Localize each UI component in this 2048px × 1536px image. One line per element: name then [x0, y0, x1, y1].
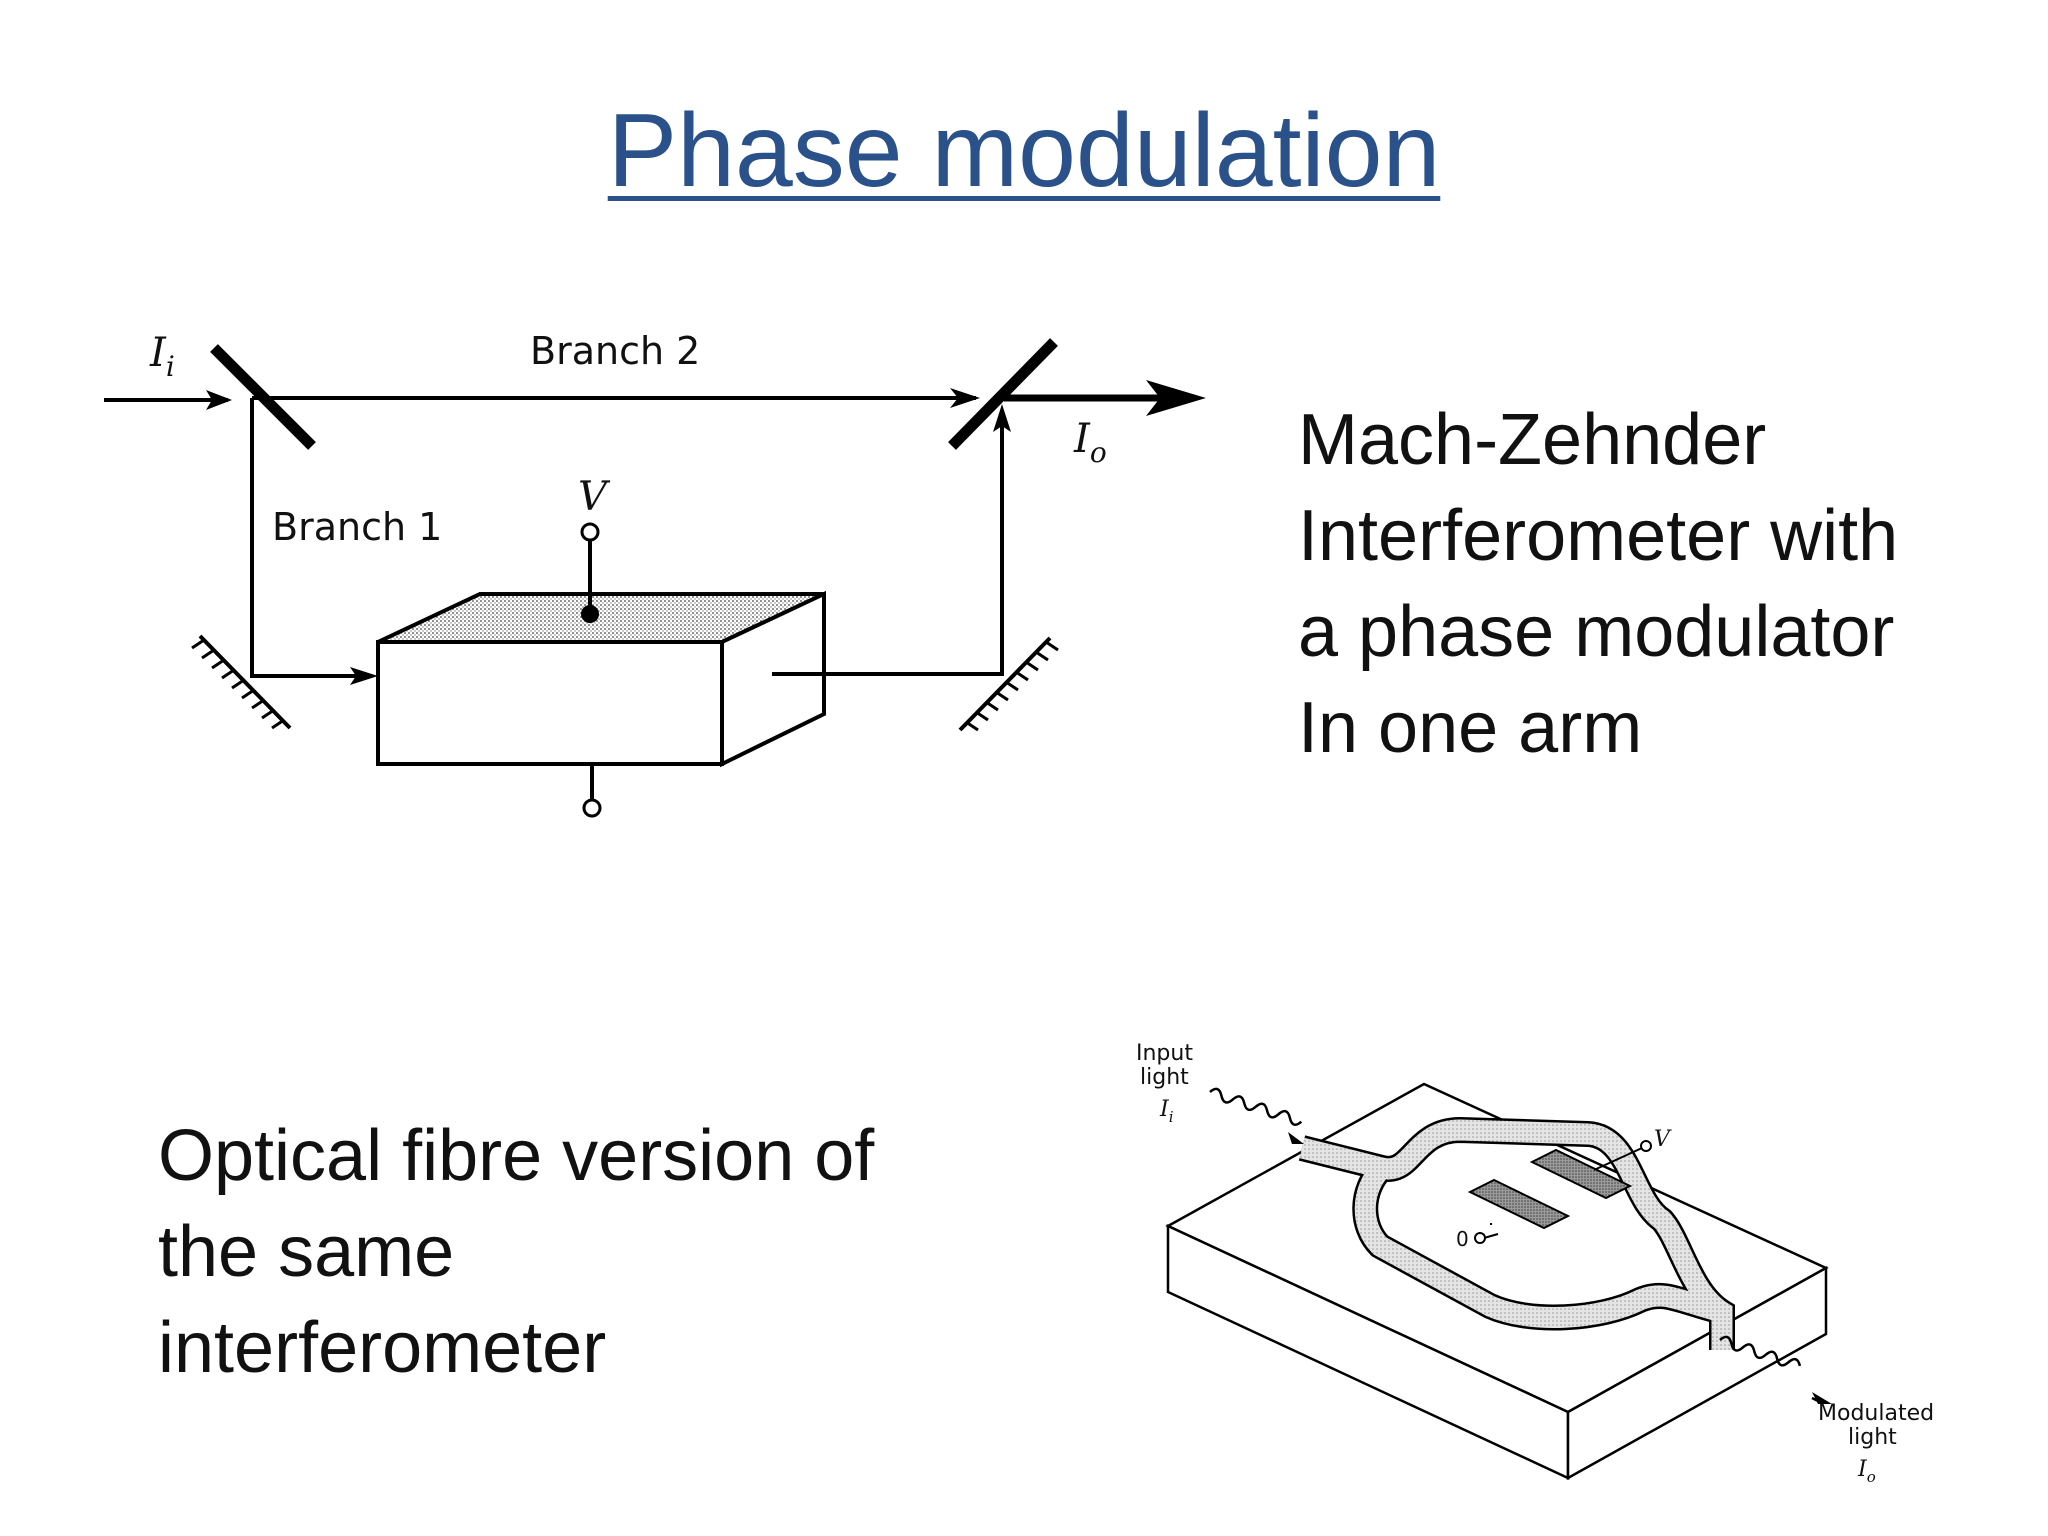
electrode-top: [1529, 1148, 1633, 1200]
modulator-input-arrow: [350, 667, 378, 685]
top-electrode-terminal: [580, 522, 600, 542]
ground-label: 0: [1456, 1227, 1469, 1251]
electrode-bottom: [1467, 1178, 1571, 1230]
caption-line: the same: [158, 1212, 455, 1292]
branch-1-label: Branch 1: [272, 505, 442, 549]
bottom-electrode-terminal: [582, 798, 602, 818]
modulated-light-label-1: Modulated: [1818, 1401, 1934, 1426]
voltage-label-2: V: [1654, 1127, 1672, 1152]
input-light-arrow: [1288, 1132, 1304, 1144]
input-light-label-2: light: [1140, 1065, 1189, 1090]
branch-1-up-arrow: [993, 404, 1011, 432]
output-intensity-label: Io: [1073, 416, 1107, 469]
beam-splitter-1: [210, 344, 316, 450]
input-arrow-head: [206, 390, 232, 410]
branch-2-label: Branch 2: [530, 329, 700, 373]
optical-fibre-caption: Optical fibre version of the same interf…: [158, 1108, 874, 1396]
substrate: [1165, 1082, 1829, 1481]
input-intensity-label: Ii: [149, 330, 175, 383]
caption-line: Optical fibre version of: [158, 1116, 875, 1196]
caption-line: Mach-Zehnder: [1298, 400, 1767, 480]
input-light-symbol: Ii: [1159, 1097, 1174, 1126]
output-light-wave: [1719, 1335, 1802, 1367]
caption-line: In one arm: [1298, 688, 1643, 768]
mirror-1: [191, 634, 292, 730]
branch-2-arrow-head: [950, 388, 980, 408]
caption-line: Interferometer with: [1298, 496, 1899, 576]
caption-line: interferometer: [158, 1308, 607, 1388]
input-light-wave: [1209, 1087, 1303, 1126]
output-arrow-head: [1146, 380, 1206, 416]
voltage-label: V: [578, 474, 611, 520]
voltage-terminal: [1640, 1140, 1652, 1152]
phase-modulator-crystal: [376, 590, 826, 768]
input-light-label-1: Input: [1136, 1041, 1193, 1066]
modulated-light-label-2: light: [1848, 1425, 1897, 1450]
mirror-2: [958, 636, 1059, 732]
output-light-symbol: Io: [1857, 1457, 1876, 1486]
slide-title: Phase modulation: [607, 93, 1441, 209]
top-electrode-contact: [581, 605, 599, 623]
caption-line: a phase modulator: [1298, 592, 1895, 672]
ground-terminal: [1474, 1232, 1486, 1244]
output-light-arrow: [1812, 1392, 1832, 1404]
beam-splitter-2: [948, 338, 1058, 450]
mach-zehnder-caption: Mach-Zehnder Interferometer with a phase…: [1298, 392, 1898, 776]
waveguide: [1298, 1116, 1735, 1350]
